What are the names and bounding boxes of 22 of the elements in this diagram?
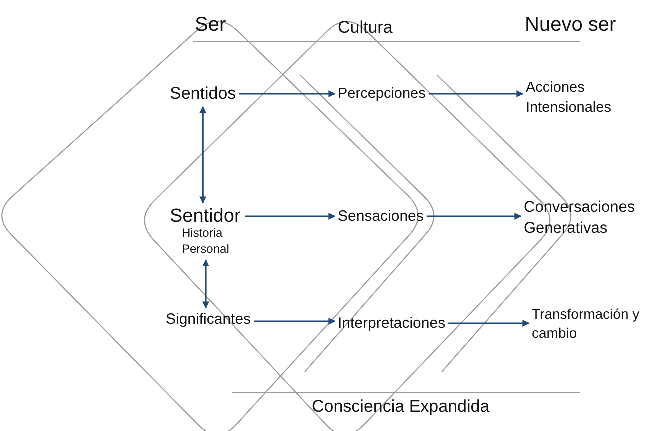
arrow	[245, 213, 336, 220]
node-text: Sensaciones	[338, 208, 424, 225]
node-text: Significantes	[166, 311, 252, 328]
arrow	[200, 106, 207, 204]
node-text: Interpretaciones	[338, 315, 446, 332]
arrow	[202, 260, 210, 309]
arrow	[254, 318, 336, 325]
footer-label: Consciencia Expandida	[312, 397, 490, 417]
arrow	[239, 90, 336, 98]
node-text: Transformación y cambio	[532, 305, 641, 343]
column-heading: Cultura	[338, 18, 393, 38]
column-heading: Ser	[195, 14, 226, 37]
node-text: Sentidos	[170, 84, 236, 104]
node-text: Acciones Intensionales	[526, 79, 612, 118]
arrow	[428, 90, 524, 98]
node-text: Percepciones	[338, 86, 426, 102]
node-caption: Historia Personal	[182, 225, 230, 258]
arrow	[448, 320, 530, 327]
column-heading: Nuevo ser	[525, 14, 616, 37]
node-text: Conversaciones Generativas	[524, 198, 636, 239]
arrow	[426, 213, 522, 220]
node-text: Sentidor	[170, 206, 242, 228]
